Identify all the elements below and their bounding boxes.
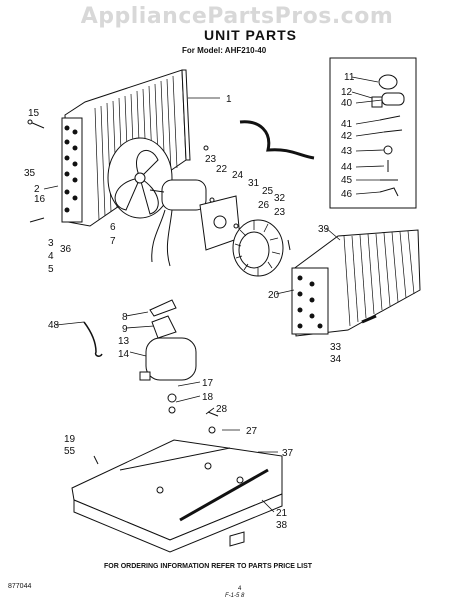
callout-31: 31 [248,178,260,189]
model-line: For Model: AHF210-40 [182,46,267,55]
evaporator-coil [291,229,421,337]
fan-motor [149,179,241,267]
page-marker: 4 [238,586,242,592]
watermark: AppliancePartsPros.com [80,4,394,29]
signature-mark: F-1-5 8 [225,593,245,599]
callout-19: 19 [64,434,76,445]
callout-44: 44 [341,162,353,173]
callout-48: 48 [48,320,60,331]
callout-11: 11 [344,72,355,83]
callout-13: 13 [118,336,130,347]
callout-1: 1 [226,94,232,105]
callout-36: 36 [60,244,72,255]
callout-22: 22 [216,164,228,175]
callout-2: 2 [34,184,40,195]
callout-5: 5 [48,264,54,275]
callout-15: 15 [28,108,40,119]
callout-45: 45 [341,175,353,186]
callout-23: 23 [205,154,217,165]
ordering-note: FOR ORDERING INFORMATION REFER TO PARTS … [104,563,313,570]
parts-inset-box [329,57,417,209]
callout-24: 24 [232,170,244,181]
wire-harness [83,321,103,357]
blower-wheel [232,219,284,277]
callout-6: 6 [110,222,116,233]
callout-28: 28 [216,404,228,415]
callout-42: 42 [341,131,353,142]
callout-35: 35 [24,168,36,179]
callout-38: 38 [276,520,288,531]
callout-8: 8 [122,312,128,323]
callout-41: 41 [341,119,353,130]
callout-25: 25 [262,186,274,197]
callout-7: 7 [110,236,116,247]
callout-12: 12 [341,87,353,98]
callout-9: 9 [122,324,128,335]
tube-assembly [239,120,315,160]
callout-23b: 23 [274,207,286,218]
callout-18: 18 [202,392,214,403]
callout-39: 39 [318,224,330,235]
callout-26: 26 [258,200,270,211]
callout-46: 46 [341,189,353,200]
leader-lines [43,76,385,513]
callout-3: 3 [48,238,54,249]
callout-37: 37 [282,448,294,459]
callout-34: 34 [330,354,342,365]
diagram-title: UNIT PARTS [204,27,297,43]
fan-blade [107,137,173,219]
callout-14: 14 [118,349,130,360]
callout-16: 16 [34,194,46,205]
callout-33: 33 [330,342,342,353]
callout-32: 32 [274,193,286,204]
callout-27: 27 [246,426,258,437]
callout-17: 17 [202,378,214,389]
callout-43: 43 [341,146,353,157]
callout-20: 20 [268,290,280,301]
base-pan [71,439,283,553]
callout-4: 4 [48,251,54,262]
callout-40: 40 [341,98,353,109]
diagram-code: 877044 [8,583,32,590]
callout-21: 21 [276,508,288,519]
callout-labels: 1 2 3 4 5 6 7 8 9 11 12 13 14 15 16 17 1… [24,72,355,531]
compressor [139,299,197,414]
callout-55: 55 [64,446,76,457]
screws [27,119,377,465]
